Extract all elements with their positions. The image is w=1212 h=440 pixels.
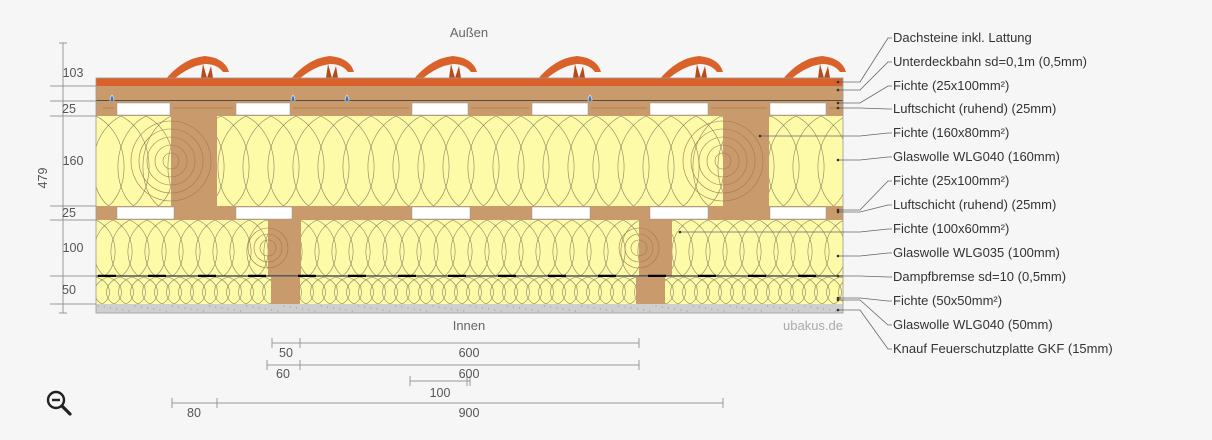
- dim-600-b: 600: [459, 367, 480, 381]
- batten-50x50: [271, 277, 300, 304]
- bottom-dimensions: [171, 338, 724, 408]
- beam-100x60: [268, 220, 301, 276]
- layer-label: Fichte (50x50mm²): [893, 293, 1002, 308]
- layer-label: Fichte (100x60mm²): [893, 221, 1009, 236]
- layer-label: Fichte (160x80mm²): [893, 125, 1009, 140]
- layer-label: Knauf Feuerschutzplatte GKF (15mm): [893, 341, 1113, 356]
- dim-batten-2: 25: [62, 206, 76, 220]
- zoom-out-icon: [46, 390, 72, 416]
- roof-tile: [782, 56, 846, 80]
- watermark: ubakus.de: [783, 318, 843, 333]
- zoom-button[interactable]: [44, 388, 74, 418]
- dim-80: 80: [187, 406, 201, 420]
- outside-label: Außen: [450, 25, 488, 40]
- dim-900: 900: [459, 406, 480, 420]
- dim-100: 100: [430, 386, 451, 400]
- layer-label: Dachsteine inkl. Lattung: [893, 30, 1032, 45]
- left-dimension-ruler: [50, 42, 96, 314]
- dim-insulation-50: 50: [62, 283, 76, 297]
- roof-tile: [413, 56, 477, 80]
- insulation-50: [96, 277, 843, 304]
- plasterboard: [96, 304, 843, 313]
- dim-insulation-160: 160: [63, 154, 84, 168]
- roof-tile: [165, 56, 229, 80]
- roof-tile: [659, 56, 723, 80]
- layer-label: Luftschicht (ruhend) (25mm): [893, 101, 1056, 116]
- batten-50x50: [636, 277, 665, 304]
- dim-60: 60: [276, 367, 290, 381]
- dim-600-a: 600: [459, 346, 480, 360]
- roof-tile: [537, 56, 601, 80]
- layer-label: Glaswolle WLG040 (50mm): [893, 317, 1053, 332]
- layer-label: Dampfbremse sd=10 (0,5mm): [893, 269, 1066, 284]
- layer-label: Glaswolle WLG035 (100mm): [893, 245, 1060, 260]
- rafter-160x80: [723, 116, 769, 206]
- dim-roof-tiles: 103: [63, 66, 84, 80]
- label-leaders: [678, 37, 892, 350]
- layer-label: Fichte (25x100mm²): [893, 173, 1009, 188]
- layer-label: Fichte (25x100mm²): [893, 78, 1009, 93]
- beam-100x60: [639, 220, 672, 276]
- air-layer-1: [96, 101, 843, 116]
- inside-label: Innen: [453, 318, 486, 333]
- layer-label: Unterdeckbahn sd=0,1m (0,5mm): [893, 54, 1087, 69]
- air-layer-2: [96, 206, 843, 220]
- total-thickness: 479: [36, 168, 50, 189]
- roof-tiles: [96, 56, 846, 86]
- layer-label: Glaswolle WLG040 (160mm): [893, 149, 1060, 164]
- battens-band: [96, 86, 843, 101]
- dim-batten-1: 25: [62, 102, 76, 116]
- dim-50: 50: [279, 346, 293, 360]
- layer-label: Luftschicht (ruhend) (25mm): [893, 197, 1056, 212]
- rafter-160x80: [171, 116, 217, 206]
- insulation-160: [96, 116, 843, 206]
- roof-tile: [290, 56, 354, 80]
- dim-insulation-100: 100: [63, 241, 84, 255]
- insulation-100: [96, 220, 843, 276]
